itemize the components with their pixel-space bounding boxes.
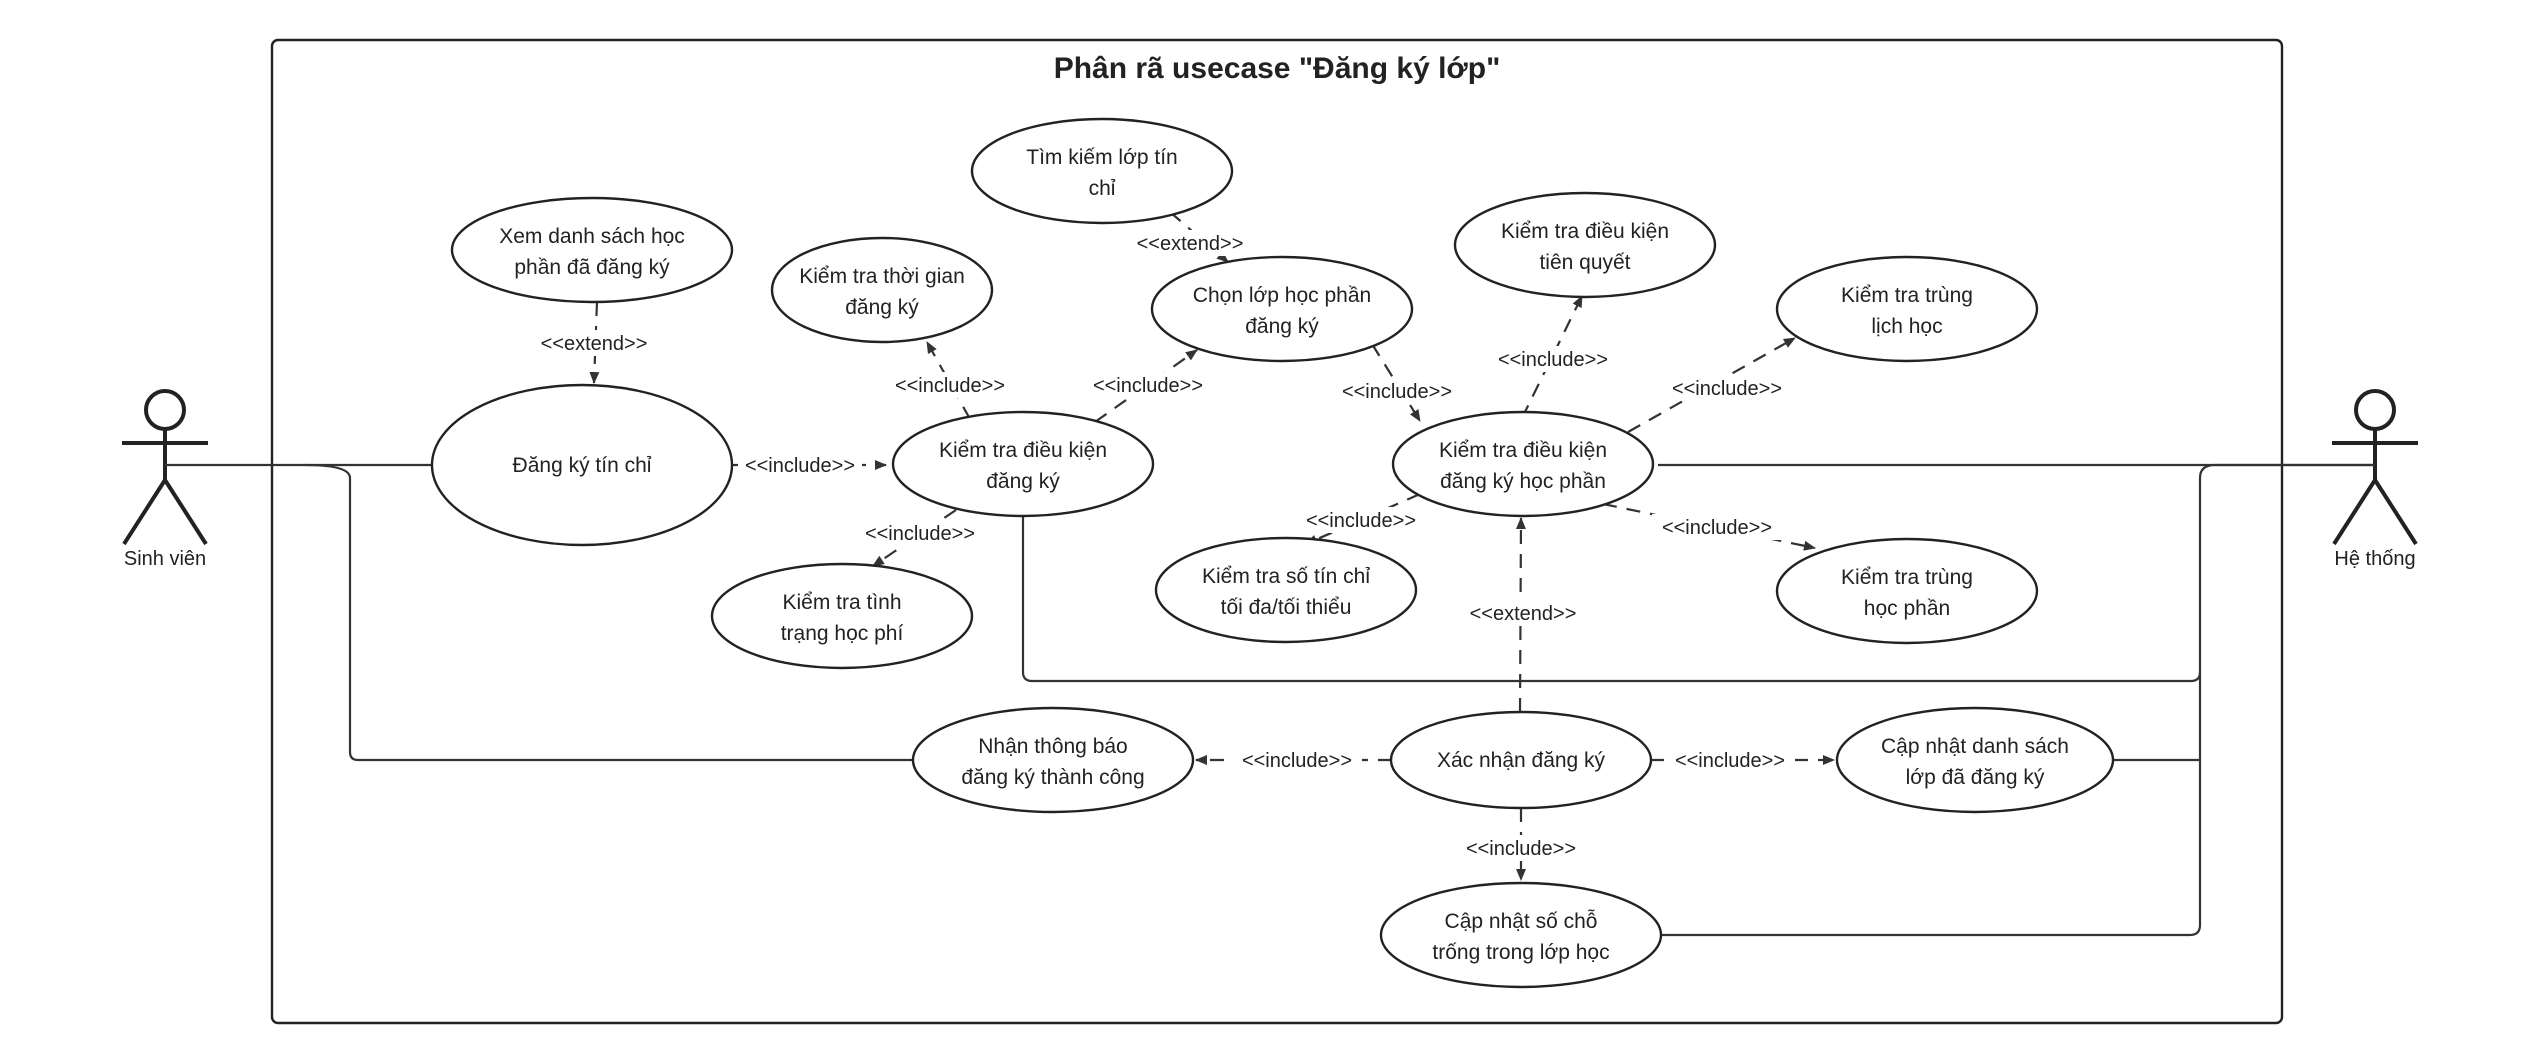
usecase-view-registered-line1: Xem danh sách học <box>499 225 685 248</box>
usecase-check-duplicate-course-line1: Kiểm tra trùng <box>1841 566 1973 589</box>
rel-course-conditions-include-credit <box>1305 492 1421 546</box>
usecase-check-conditions: Kiểm tra điều kiện đăng ký <box>891 410 1155 518</box>
assoc-system-bus <box>1660 463 2375 937</box>
system-boundary <box>270 38 2284 1025</box>
label-include-course-conditions: <<include>> <box>1342 381 1452 403</box>
assoc-system-conditions <box>1021 512 2202 683</box>
actor-system-name: Hệ thống <box>2334 548 2415 570</box>
usecase-update-registered-list: Cập nhật danh sách lớp đã đăng ký <box>1835 706 2115 814</box>
actor-system-head <box>2354 389 2396 431</box>
usecase-confirm-registration: Xác nhận đăng ký <box>1389 710 1653 810</box>
label-extend-view-register: <<extend>> <box>541 333 648 355</box>
label-extend-confirm: <<extend>> <box>1470 603 1577 625</box>
rel-labels: <<include>> <<extend>> <<include>> <<inc… <box>532 230 1795 861</box>
rel-conditions-include-time <box>926 341 971 420</box>
usecase-success-notification-line1: Nhận thông báo <box>978 735 1127 758</box>
usecase-update-seats: Cập nhật số chỗ trống trong lớp học <box>1379 881 1663 989</box>
rel-search-extend-choose <box>1169 211 1229 263</box>
usecase-check-duplicate-course-line2: học phần <box>1864 597 1950 620</box>
usecase-check-credit-limit-line2: tối đa/tối thiểu <box>1221 596 1352 619</box>
usecase-check-time-line1: Kiểm tra thời gian <box>799 265 965 288</box>
usecase-check-credit-limit: Kiểm tra số tín chỉ tối đa/tối thiểu <box>1154 536 1418 644</box>
actor-student-name: Sinh viên <box>124 548 206 570</box>
label-include-choose: <<include>> <box>1093 375 1203 397</box>
label-include-prereq: <<include>> <box>1498 349 1608 371</box>
usecase-success-notification-line2: đăng ký thành công <box>961 766 1144 789</box>
label-extend-search: <<extend>> <box>1137 233 1244 255</box>
label-include-credit: <<include>> <box>1306 510 1416 532</box>
usecase-update-registered-list-line2: lớp đã đăng ký <box>1906 766 2045 789</box>
usecase-check-tuition-line2: trạng học phí <box>781 622 904 645</box>
usecase-confirm-registration-line1: Xác nhận đăng ký <box>1437 749 1606 772</box>
usecase-search-class-line1: Tìm kiếm lớp tín <box>1026 146 1177 169</box>
usecase-register-credits: Đăng ký tín chỉ <box>430 383 734 547</box>
label-include-duplicate: <<include>> <box>1662 517 1772 539</box>
usecase-check-duplicate-course: Kiểm tra trùng học phần <box>1775 537 2039 645</box>
usecase-view-registered: Xem danh sách học phần đã đăng ký <box>450 196 734 304</box>
label-include-update-list: <<include>> <box>1675 750 1785 772</box>
label-include-time: <<include>> <box>895 375 1005 397</box>
usecase-check-schedule-line1: Kiểm tra trùng <box>1841 284 1973 307</box>
usecase-check-credit-limit-line1: Kiểm tra số tín chỉ <box>1202 565 1370 588</box>
actor-student: Sinh viên <box>122 389 208 570</box>
label-include-seats: <<include>> <box>1466 838 1576 860</box>
usecase-check-prerequisites-line2: tiên quyết <box>1539 251 1630 274</box>
usecase-update-seats-line2: trống trong lớp học <box>1432 941 1609 964</box>
assoc-student-notification <box>304 463 916 762</box>
actor-system-left-leg <box>2332 478 2377 546</box>
usecase-check-conditions-line2: đăng ký <box>986 470 1060 493</box>
usecase-check-time-line2: đăng ký <box>845 296 919 319</box>
usecase-check-schedule: Kiểm tra trùng lịch học <box>1775 255 2039 363</box>
usecase-check-course-conditions-line2: đăng ký học phần <box>1440 470 1606 493</box>
usecase-check-time: Kiểm tra thời gian đăng ký <box>770 236 994 344</box>
usecase-success-notification: Nhận thông báo đăng ký thành công <box>911 706 1195 814</box>
usecase-update-seats-line1: Cập nhật số chỗ <box>1445 910 1598 933</box>
usecase-check-schedule-line2: lịch học <box>1871 315 1942 338</box>
usecase-choose-class-line2: đăng ký <box>1245 315 1319 338</box>
usecase-check-course-conditions-line1: Kiểm tra điều kiện <box>1439 439 1607 462</box>
label-include-schedule: <<include>> <box>1672 378 1782 400</box>
usecase-check-course-conditions: Kiểm tra điều kiện đăng ký học phần <box>1391 410 1655 518</box>
actor-student-head <box>144 389 186 431</box>
usecase-check-conditions-line1: Kiểm tra điều kiện <box>939 439 1107 462</box>
usecase-register-credits-line1: Đăng ký tín chỉ <box>513 454 652 477</box>
actor-system: Hệ thống <box>2332 389 2418 570</box>
usecase-check-prerequisites-line1: Kiểm tra điều kiện <box>1501 220 1669 243</box>
usecase-update-registered-list-line1: Cập nhật danh sách <box>1881 735 2069 758</box>
actor-student-left-leg <box>122 478 167 546</box>
usecase-search-class: Tìm kiếm lớp tín chỉ <box>970 117 1234 225</box>
rel-choose-include-course-conditions <box>1371 343 1421 422</box>
label-include-notification: <<include>> <box>1242 750 1352 772</box>
usecase-check-prerequisites: Kiểm tra điều kiện tiên quyết <box>1453 191 1717 299</box>
diagram-title: Phân rã usecase "Đăng ký lớp" <box>1054 52 1501 85</box>
rel-view-extend-register <box>589 301 600 384</box>
actor-student-right-leg <box>163 478 208 546</box>
usecase-choose-class-line1: Chọn lớp học phần <box>1193 284 1371 307</box>
label-include-tuition: <<include>> <box>865 523 975 545</box>
usecase-view-registered-line2: phần đã đăng ký <box>514 256 670 279</box>
actor-system-right-leg <box>2373 478 2418 546</box>
rel-course-conditions-include-schedule <box>1627 337 1796 433</box>
rel-conditions-include-choose <box>1094 349 1198 423</box>
label-include-register-conditions: <<include>> <box>745 455 855 477</box>
usecase-search-class-line2: chỉ <box>1089 177 1116 200</box>
usecase-check-tuition: Kiểm tra tình trạng học phí <box>710 562 974 670</box>
usecase-check-tuition-line1: Kiểm tra tình <box>782 591 901 614</box>
usecase-choose-class: Chọn lớp học phần đăng ký <box>1150 255 1414 363</box>
